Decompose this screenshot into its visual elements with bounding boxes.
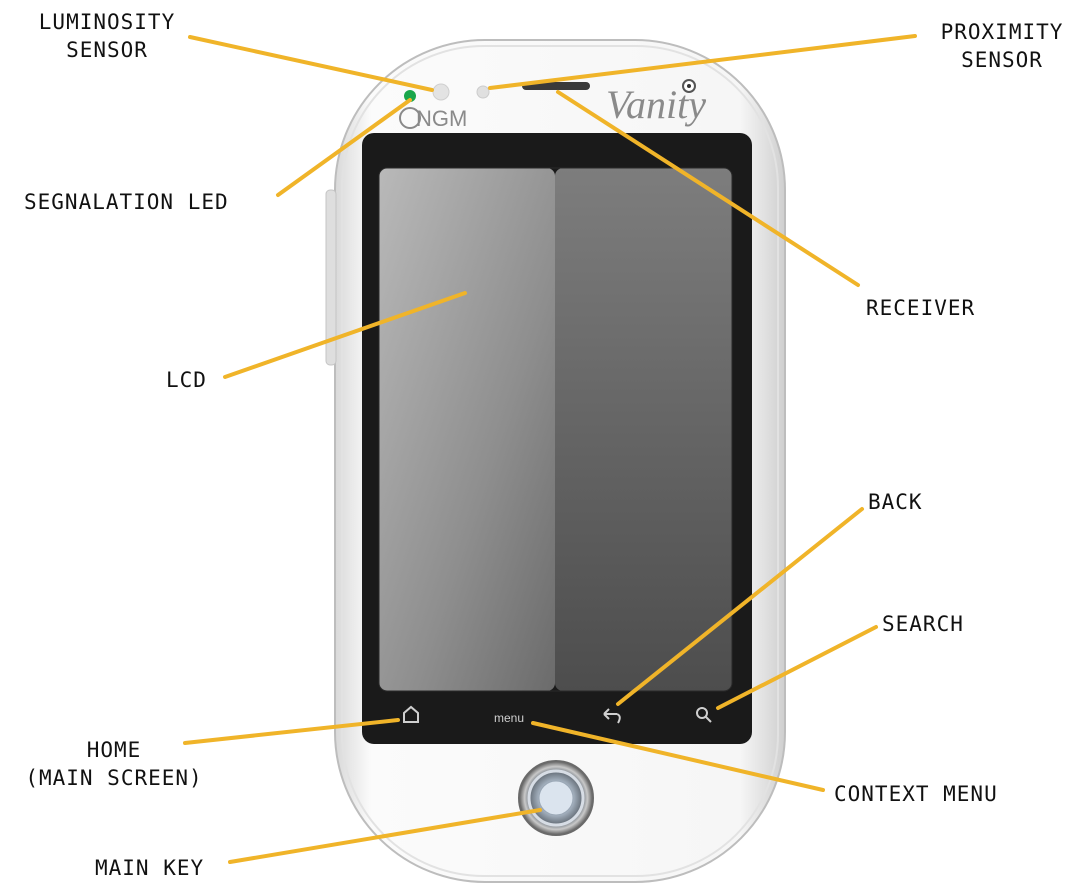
leader-home [183,718,400,745]
label-proximity-sensor: PROXIMITY SENSOR [940,20,1064,72]
leader-context-menu [531,721,825,792]
phone-inner-rim [341,45,779,877]
luminosity-sensor [432,83,450,101]
side-button [325,189,337,366]
label-back: BACK [868,490,923,514]
menu-key[interactable]: menu [494,711,524,725]
label-luminosity-sensor: LUMINOSITY SENSOR [38,10,176,62]
lcd-left [379,168,555,691]
model-logo: Vanity [606,82,706,127]
leader-led [276,98,412,197]
back-arrow-icon[interactable] [603,708,621,724]
leader-back [616,507,864,706]
proximity-sensor [476,85,490,99]
search-icon[interactable] [696,707,712,723]
label-main-key: MAIN KEY [95,856,205,880]
label-home: HOME (MAIN SCREEN) [25,738,203,790]
label-lcd: LCD [166,368,207,392]
leader-luminosity [188,35,434,92]
label-receiver: RECEIVER [866,296,976,320]
leader-search [716,625,878,710]
label-search: SEARCH [882,612,964,636]
lcd-right [555,168,732,691]
label-context-menu: CONTEXT MENU [834,782,998,806]
brand-logo: NGM [416,106,467,131]
leader-lcd [223,291,467,379]
label-segnalation-led: SEGNALATION LED [24,190,229,214]
diamond-icon [538,780,574,816]
leader-proximity [488,34,917,90]
leader-receiver [556,90,860,287]
leader-main-key [228,808,542,864]
led-icon [404,90,416,102]
home-icon[interactable] [403,705,419,723]
